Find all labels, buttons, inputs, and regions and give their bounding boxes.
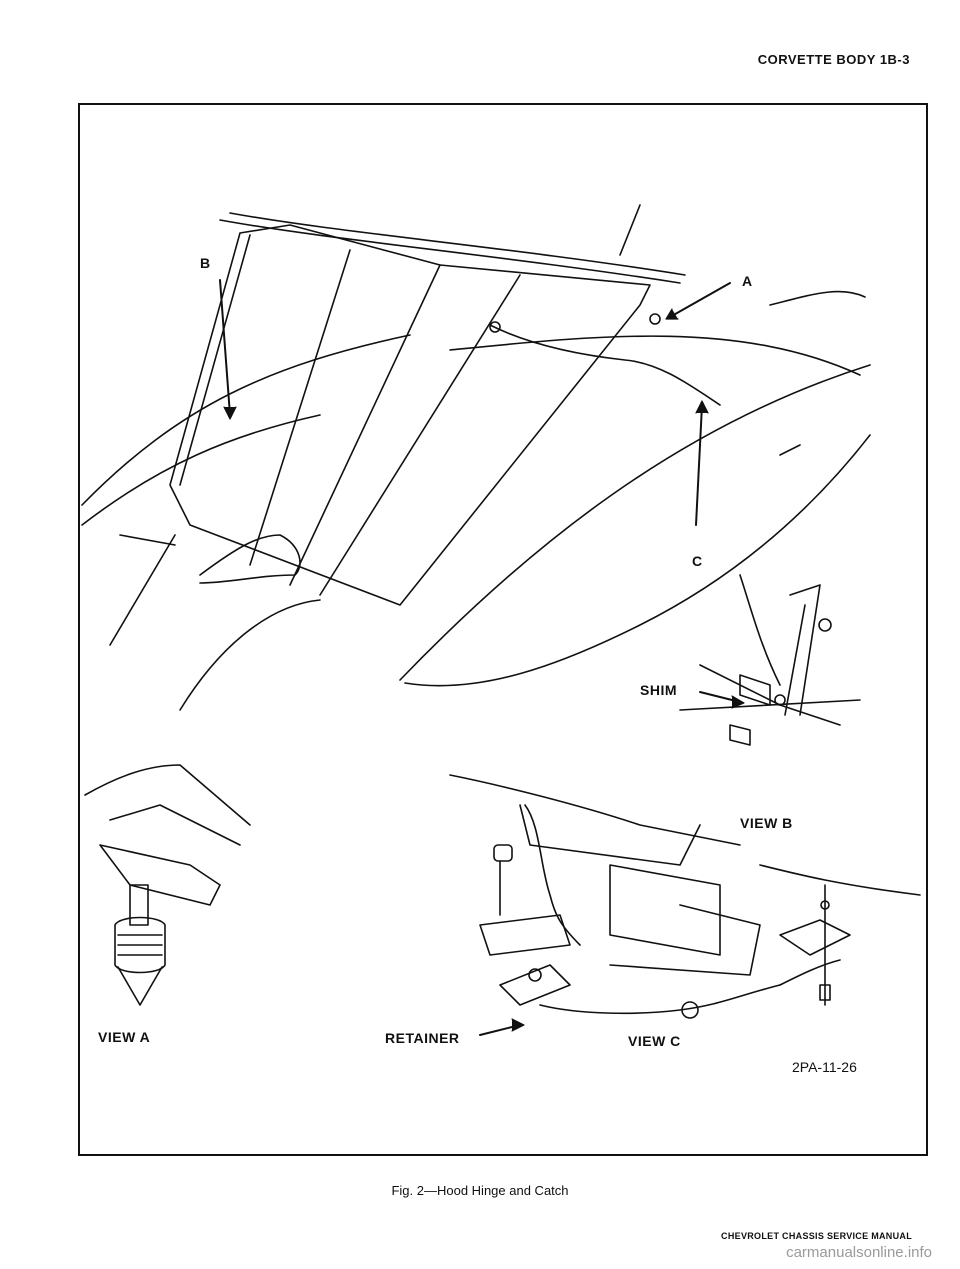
callout-a: A	[742, 273, 753, 289]
watermark[interactable]: carmanualsonline.info	[786, 1244, 932, 1261]
figure-reference-code: 2PA-11-26	[792, 1059, 857, 1075]
callout-arrow-c	[695, 404, 703, 526]
callout-c: C	[692, 553, 703, 569]
retainer-label: RETAINER	[385, 1030, 460, 1046]
view-a-label: VIEW A	[98, 1029, 151, 1045]
figure-frame: B A C SHIM VIEW B VIEW A RETAINER VIEW C…	[78, 103, 928, 1156]
manual-footer: CHEVROLET CHASSIS SERVICE MANUAL	[721, 1231, 912, 1241]
callout-arrow-b	[219, 279, 231, 416]
callout-arrow-a	[669, 282, 731, 318]
hood-panel	[169, 224, 651, 606]
callout-b: B	[200, 255, 211, 271]
hood-illustration	[81, 204, 921, 1036]
figure-caption: Fig. 2—Hood Hinge and Catch	[391, 1183, 569, 1198]
view-b-label: VIEW B	[740, 815, 793, 831]
shim-label: SHIM	[640, 682, 677, 698]
view-c-label: VIEW C	[628, 1033, 681, 1049]
page-header: CORVETTE BODY 1B-3	[757, 52, 910, 67]
